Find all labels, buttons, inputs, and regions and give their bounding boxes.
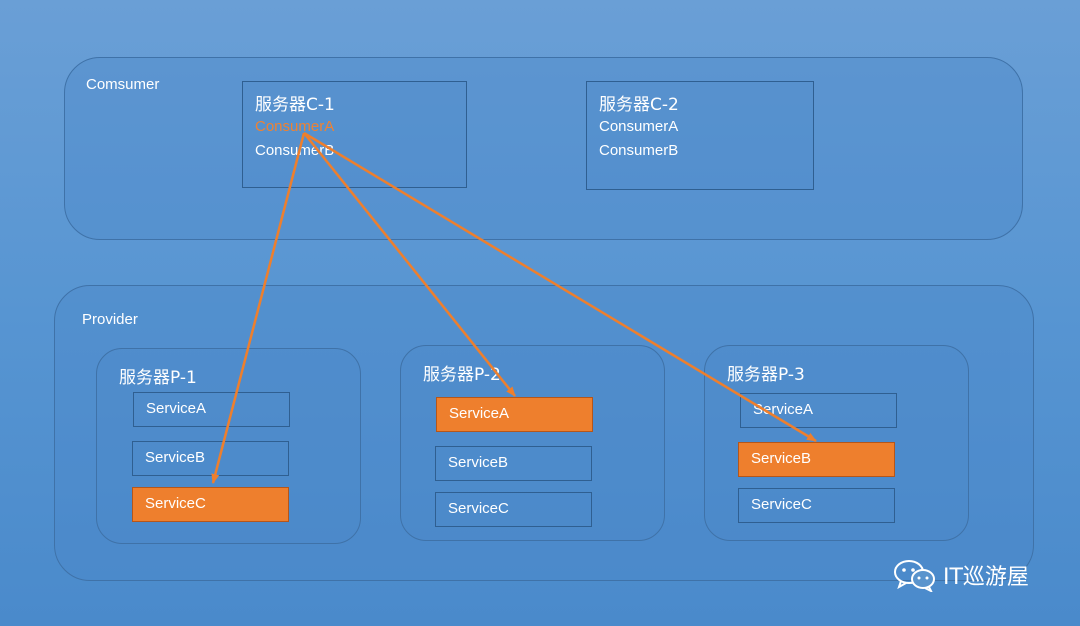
consumer-c2-consumer-b: ConsumerB <box>599 142 679 159</box>
p3-service-a: ServiceA <box>740 393 897 428</box>
watermark-text: IT巡游屋 <box>943 565 1029 590</box>
provider-server-p3-title: 服务器P-3 <box>727 365 805 385</box>
provider-server-p1-title: 服务器P-1 <box>119 368 197 388</box>
consumer-server-c2: 服务器C-2 ConsumerA ConsumerB <box>586 81 814 190</box>
p3-service-c: ServiceC <box>738 488 895 523</box>
p3-service-b: ServiceB <box>738 442 895 477</box>
consumer-server-c1: 服务器C-1 ConsumerA ConsumerB <box>242 81 467 188</box>
p2-service-b: ServiceB <box>435 446 592 481</box>
consumer-server-c1-title: 服务器C-1 <box>255 95 335 115</box>
consumer-group-label: Comsumer <box>86 76 160 93</box>
provider-group-label: Provider <box>82 311 138 328</box>
p1-service-c: ServiceC <box>132 487 289 522</box>
consumer-c1-consumer-b: ConsumerB <box>255 142 335 159</box>
consumer-group: Comsumer <box>64 57 1023 240</box>
wechat-icon <box>894 560 935 592</box>
provider-server-p2-title: 服务器P-2 <box>423 365 501 385</box>
consumer-c1-consumer-a: ConsumerA <box>255 118 335 135</box>
p1-service-a: ServiceA <box>133 392 290 427</box>
consumer-server-c2-title: 服务器C-2 <box>599 95 679 115</box>
p1-service-b: ServiceB <box>132 441 289 476</box>
consumer-c2-consumer-a: ConsumerA <box>599 118 679 135</box>
p2-service-c: ServiceC <box>435 492 592 527</box>
watermark: IT巡游屋 <box>893 558 1029 592</box>
p2-service-a: ServiceA <box>436 397 593 432</box>
